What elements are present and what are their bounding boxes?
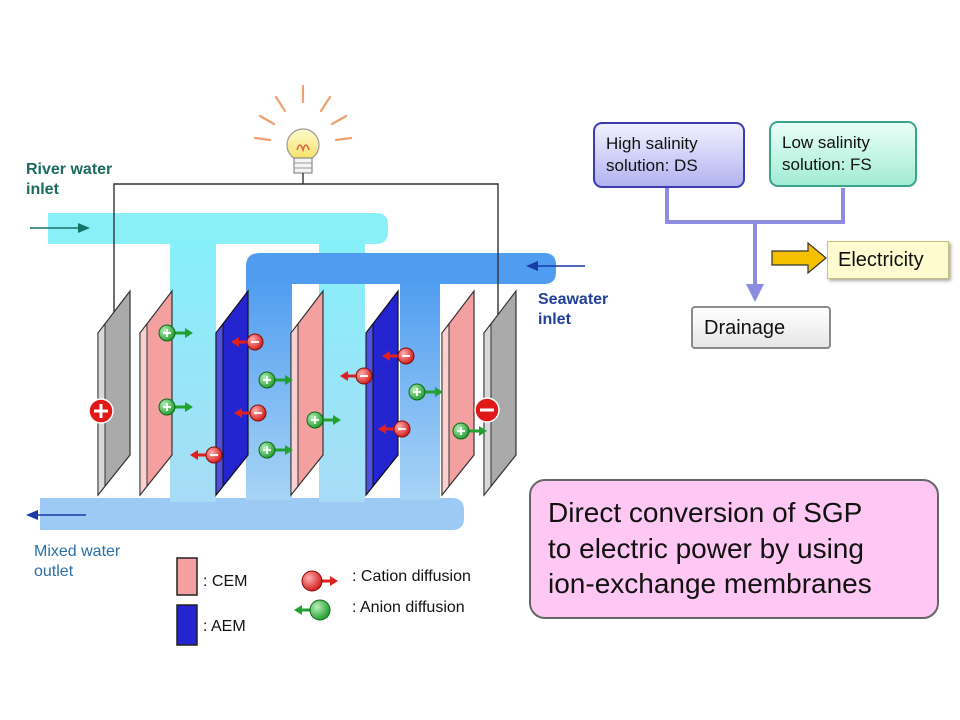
anion-ion-icon xyxy=(158,398,193,416)
seawater-inlet-label: Seawater inlet xyxy=(538,290,608,330)
anion-ion-icon xyxy=(258,441,293,459)
mixed-outlet-arrow xyxy=(26,510,86,520)
mixed-water-outlet-label: Mixed water outlet xyxy=(34,542,120,582)
cem-membrane xyxy=(441,289,475,497)
ion-markers xyxy=(158,324,487,621)
aem-membrane xyxy=(365,289,399,497)
electrode-positive xyxy=(97,289,131,497)
legend-cem-label: : CEM xyxy=(203,573,248,590)
cation-ion-icon xyxy=(340,367,373,385)
sea-label-line2: inlet xyxy=(538,311,571,328)
ds-line1: High salinity xyxy=(606,134,698,153)
anion-ion-icon xyxy=(306,411,341,429)
fs-line2: solution: FS xyxy=(782,155,872,175)
mixed-label-line2: outlet xyxy=(34,563,74,580)
negative-sign-icon xyxy=(474,397,500,423)
positive-sign-icon xyxy=(88,398,114,424)
fs-line1: Low salinity xyxy=(782,133,870,152)
anion-ion-icon xyxy=(158,324,193,342)
summary-line3: ion-exchange membranes xyxy=(548,568,872,600)
legend-cem-swatch xyxy=(176,557,198,596)
circuit-wire xyxy=(113,183,499,382)
anion-ion-icon xyxy=(258,371,293,389)
legend-cation-icon xyxy=(301,570,338,592)
cem-membrane xyxy=(290,289,324,497)
summary-line1: Direct conversion of SGP xyxy=(548,497,863,528)
summary-line2: to electric power by using xyxy=(548,532,864,564)
ds-box: High salinity solution: DS xyxy=(593,122,745,188)
drainage-box: Drainage xyxy=(691,306,831,349)
summary-box: Direct conversion of SGP to electric pow… xyxy=(529,479,939,619)
electricity-arrow-icon xyxy=(771,241,827,275)
electrode-negative xyxy=(483,289,517,497)
seawater-channel xyxy=(246,253,556,500)
river-label-line2: inlet xyxy=(26,181,59,198)
cation-ion-icon xyxy=(378,420,411,438)
fs-box: Low salinity solution: FS xyxy=(769,121,917,187)
seawater-inlet-arrow xyxy=(526,261,585,271)
cem-membrane xyxy=(139,289,173,497)
flow-connector xyxy=(665,188,845,286)
anion-ion-icon xyxy=(408,383,443,401)
sea-label-line1: Seawater xyxy=(538,291,609,308)
legend-anion-label: : Anion diffusion xyxy=(352,599,465,616)
legend-aem-label: : AEM xyxy=(203,618,246,635)
mixed-water-channel xyxy=(40,498,464,530)
cation-ion-icon xyxy=(382,347,415,365)
river-label-line1: River water xyxy=(26,161,113,178)
legend-anion-icon xyxy=(294,599,331,621)
legend-cation-label: : Cation diffusion xyxy=(352,568,471,585)
mixed-label-line1: Mixed water xyxy=(34,543,121,560)
light-bulb-icon xyxy=(253,84,353,184)
anion-ion-icon xyxy=(452,422,487,440)
ds-line2: solution: DS xyxy=(606,156,698,176)
aem-membrane xyxy=(215,289,249,497)
cation-ion-icon xyxy=(234,404,267,422)
cation-ion-icon xyxy=(190,446,223,464)
river-inlet-arrow xyxy=(30,223,90,233)
drainage-arrowhead xyxy=(746,284,764,302)
electricity-box: Electricity xyxy=(827,241,949,279)
river-water-inlet-label: River water inlet xyxy=(26,160,112,200)
legend-aem-swatch xyxy=(176,604,198,646)
cation-ion-icon xyxy=(231,333,264,351)
